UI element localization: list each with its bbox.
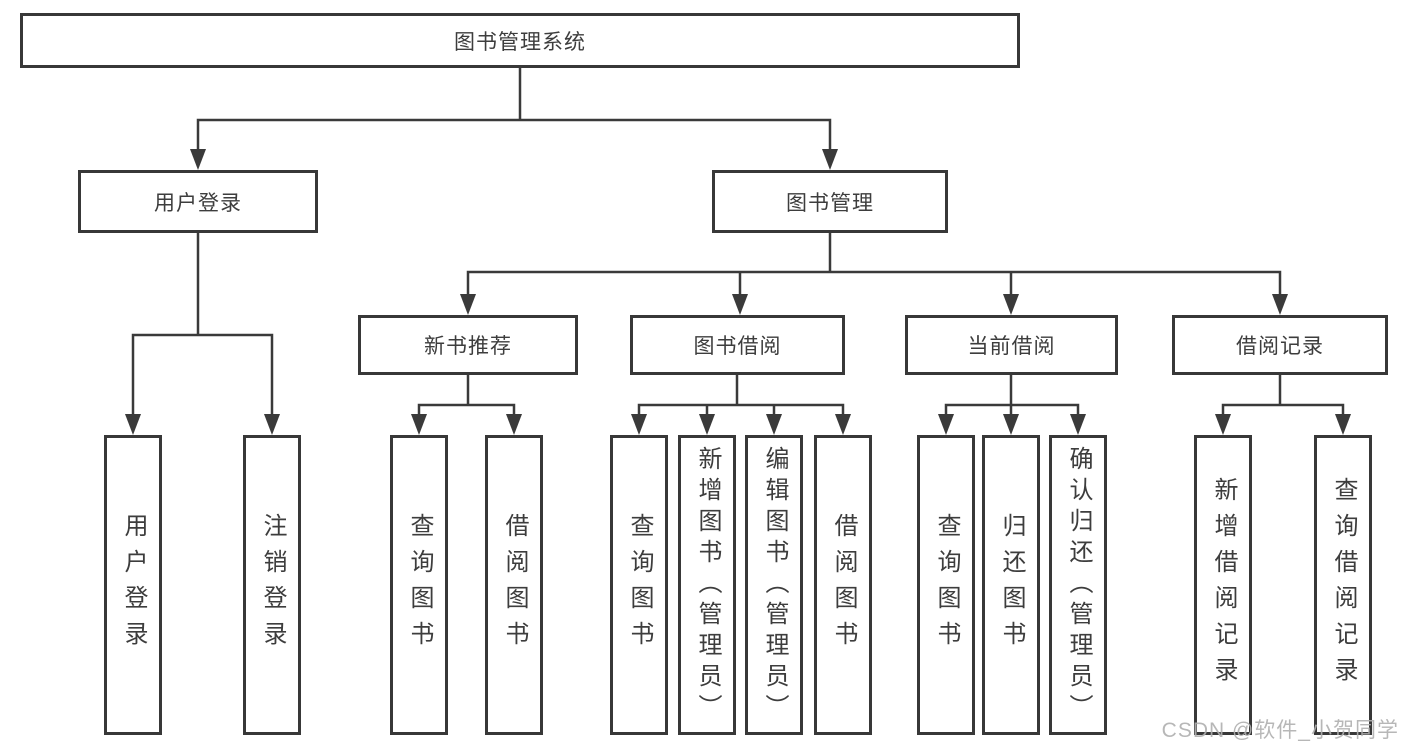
node-current-borrowing: 当前借阅 (905, 315, 1118, 375)
node-label: 图书借阅 (693, 335, 782, 358)
csdn-watermark: CSDN @软件_小贺同学 (1161, 719, 1399, 742)
node-label: 确认归还（管理员） (1065, 445, 1092, 725)
leaf-query-borrow-record: 查询借阅记录 (1314, 435, 1372, 735)
arrow-icon (938, 414, 954, 435)
node-label: 图书管理 (786, 191, 874, 215)
connector-root-to-level1 (196, 66, 832, 153)
leaf-add-borrow-record: 新增借阅记录 (1194, 435, 1252, 735)
node-label: 查询图书 (626, 513, 653, 657)
node-label: 查询图书 (406, 513, 433, 657)
leaf-logout: 注销登录 (243, 435, 301, 735)
connector-user-login-to-leaves (131, 231, 274, 418)
node-label: 图书管理系统 (454, 30, 586, 54)
node-label: 借阅记录 (1236, 335, 1324, 358)
node-library-management-system: 图书管理系统 (20, 13, 1020, 68)
arrow-icon (460, 294, 476, 315)
leaf-query-books-3: 查询图书 (917, 435, 975, 735)
node-user-login-branch: 用户登录 (78, 170, 318, 233)
arrow-icon (506, 414, 522, 435)
node-book-management-branch: 图书管理 (712, 170, 948, 233)
node-label: 新书推荐 (424, 335, 512, 358)
node-label: 新增图书（管理员） (694, 445, 721, 725)
connector-current-borrow-to-leaves (944, 373, 1080, 418)
arrow-icon (1070, 414, 1086, 435)
node-label: 当前借阅 (967, 335, 1056, 358)
node-label: 归还图书 (998, 513, 1025, 657)
node-label: 编辑图书（管理员） (761, 445, 788, 725)
leaf-add-books-admin: 新增图书（管理员） (678, 435, 736, 735)
arrow-icon (125, 414, 141, 435)
arrowheads (125, 149, 1351, 435)
node-label: 查询图书 (933, 513, 960, 657)
arrow-icon (732, 294, 748, 315)
arrow-icon (264, 414, 280, 435)
arrow-icon (699, 414, 715, 435)
connector-new-books-to-leaves (417, 373, 516, 418)
arrow-icon (1003, 294, 1019, 315)
arrow-icon (835, 414, 851, 435)
leaf-query-books-1: 查询图书 (390, 435, 448, 735)
node-label: 注销登录 (259, 513, 286, 657)
node-label: 新增借阅记录 (1210, 477, 1237, 693)
connector-book-mgmt-to-groups (466, 231, 1282, 298)
connector-book-borrow-to-leaves (637, 373, 845, 418)
connector-borrow-records-to-leaves (1221, 373, 1345, 418)
leaf-edit-books-admin: 编辑图书（管理员） (745, 435, 803, 735)
node-label: 借阅图书 (830, 513, 857, 657)
node-label: 用户登录 (120, 513, 147, 657)
node-label: 查询借阅记录 (1330, 477, 1357, 693)
leaf-borrow-books-1: 借阅图书 (485, 435, 543, 735)
arrow-icon (631, 414, 647, 435)
arrow-icon (190, 149, 206, 170)
leaf-query-books-2: 查询图书 (610, 435, 668, 735)
node-label: 用户登录 (154, 191, 242, 215)
leaf-return-books: 归还图书 (982, 435, 1040, 735)
arrow-icon (1335, 414, 1351, 435)
arrow-icon (822, 149, 838, 170)
arrow-icon (411, 414, 427, 435)
leaf-user-login: 用户登录 (104, 435, 162, 735)
arrow-icon (1215, 414, 1231, 435)
node-label: 借阅图书 (501, 513, 528, 657)
arrow-icon (1003, 414, 1019, 435)
node-borrowing-records: 借阅记录 (1172, 315, 1388, 375)
leaf-confirm-return-admin: 确认归还（管理员） (1049, 435, 1107, 735)
leaf-borrow-books-2: 借阅图书 (814, 435, 872, 735)
arrow-icon (1272, 294, 1288, 315)
arrow-icon (766, 414, 782, 435)
node-book-borrowing: 图书借阅 (630, 315, 845, 375)
node-new-book-recommend: 新书推荐 (358, 315, 578, 375)
